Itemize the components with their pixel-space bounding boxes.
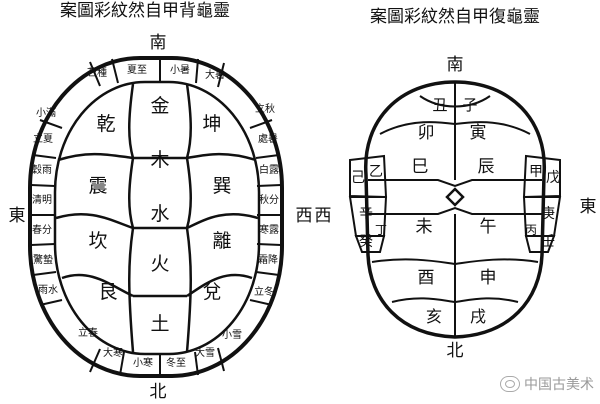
bridge-pieces [348, 154, 562, 253]
back-direction-west: 西 [296, 206, 313, 226]
term-shuangjiang: 霜降 [258, 253, 278, 266]
back-shell-title: 案圖彩紋然自甲背龜靈 [60, 1, 230, 21]
trigram-kun: 坤 [202, 113, 221, 135]
branch-shen: 申 [480, 268, 497, 288]
branch-zi: 子 [462, 96, 477, 114]
branch-chen: 辰 [478, 157, 495, 177]
watermark: 中国古美术 [500, 374, 594, 394]
branch-si: 巳 [412, 157, 429, 177]
term-guyu: 穀雨 [32, 163, 52, 176]
term-dongzhi: 冬至 [166, 356, 186, 369]
branch-wei: 未 [416, 217, 433, 237]
term-lichun: 立春 [78, 326, 98, 339]
term-daxue: 大雪 [195, 346, 215, 359]
term-qingming: 清明 [32, 193, 52, 206]
back-shell-figure: 案圖彩紋然自甲背龜靈 南 北 東 西 [9, 1, 313, 402]
belly-direction-north: 北 [447, 341, 464, 361]
branch-chou: 丑 [432, 96, 447, 114]
trigram-xun: 巽 [212, 175, 231, 197]
belly-shell-title: 案圖彩紋然自甲復龜靈 [370, 7, 540, 27]
trigram-qian: 乾 [96, 113, 115, 135]
branch-yin: 寅 [470, 123, 487, 143]
term-xiaoshu: 小暑 [170, 64, 190, 76]
marginal-scute-dividers [30, 58, 282, 376]
stem-ji: 己 [351, 170, 365, 186]
branch-you: 酉 [418, 268, 435, 288]
back-outer-rim [28, 56, 284, 378]
back-direction-east: 東 [9, 206, 26, 226]
back-direction-south: 南 [150, 33, 167, 53]
branch-xu: 戌 [470, 307, 486, 326]
stem-ding: 丁 [375, 223, 387, 237]
stem-bing: 丙 [525, 223, 537, 237]
stem-geng: 庚 [541, 206, 555, 222]
watermark-text: 中国古美术 [524, 377, 594, 393]
element-water: 水 [150, 203, 169, 225]
branch-mao: 卯 [418, 123, 435, 143]
term-bailu: 白露 [259, 163, 279, 176]
term-dahan: 大寒 [103, 346, 123, 359]
term-jingzhe: 驚蟄 [33, 253, 53, 266]
belly-direction-south: 南 [447, 55, 464, 75]
trigram-dui: 兌 [202, 281, 221, 303]
branch-hai: 亥 [426, 307, 442, 326]
term-dashu: 大暑 [205, 68, 225, 81]
back-scute-lines [55, 83, 259, 353]
element-metal: 金 [150, 95, 169, 117]
trigram-gen: 艮 [98, 281, 117, 303]
element-earth: 土 [150, 313, 169, 335]
term-xiazhi: 夏至 [127, 64, 147, 76]
stem-ren: 壬 [541, 234, 555, 250]
belly-direction-west: 西 [315, 206, 332, 226]
element-fire: 火 [150, 253, 169, 275]
term-hanlu: 寒露 [259, 223, 279, 236]
term-chunfen: 春分 [32, 224, 52, 236]
term-mangzhong: 芒種 [87, 66, 107, 79]
stem-wu: 戊 [546, 170, 560, 186]
term-qiufen: 秋分 [259, 193, 279, 206]
branch-wu: 午 [480, 217, 497, 237]
back-direction-north: 北 [150, 382, 167, 400]
term-chushu: 處暑 [258, 132, 278, 145]
plastron-scute-lines [368, 82, 542, 337]
belly-shell-figure: 案圖彩紋然自甲復龜靈 南 北 西 東 丑 子 [315, 7, 597, 361]
term-xiaohan: 小寒 [133, 356, 153, 369]
trigram-kan: 坎 [88, 230, 107, 252]
element-wood: 木 [150, 149, 169, 171]
term-xiaoman: 小滿 [36, 106, 56, 119]
term-yushui: 雨水 [38, 284, 58, 296]
belly-direction-east: 東 [580, 197, 597, 217]
stem-gui: 癸 [359, 234, 373, 250]
stem-yi: 乙 [369, 164, 383, 180]
stem-xin: 辛 [359, 206, 373, 222]
trigram-zhen: 震 [88, 175, 107, 197]
term-xiaoxue: 小雪 [222, 329, 242, 341]
term-liqiu: 立秋 [255, 102, 275, 115]
back-inner-shell [53, 80, 261, 356]
term-lidong: 立冬 [254, 285, 274, 298]
term-lixia: 立夏 [33, 132, 53, 145]
stem-jia: 甲 [529, 164, 543, 180]
wechat-logo-icon [500, 376, 520, 392]
trigram-li: 離 [212, 230, 231, 252]
